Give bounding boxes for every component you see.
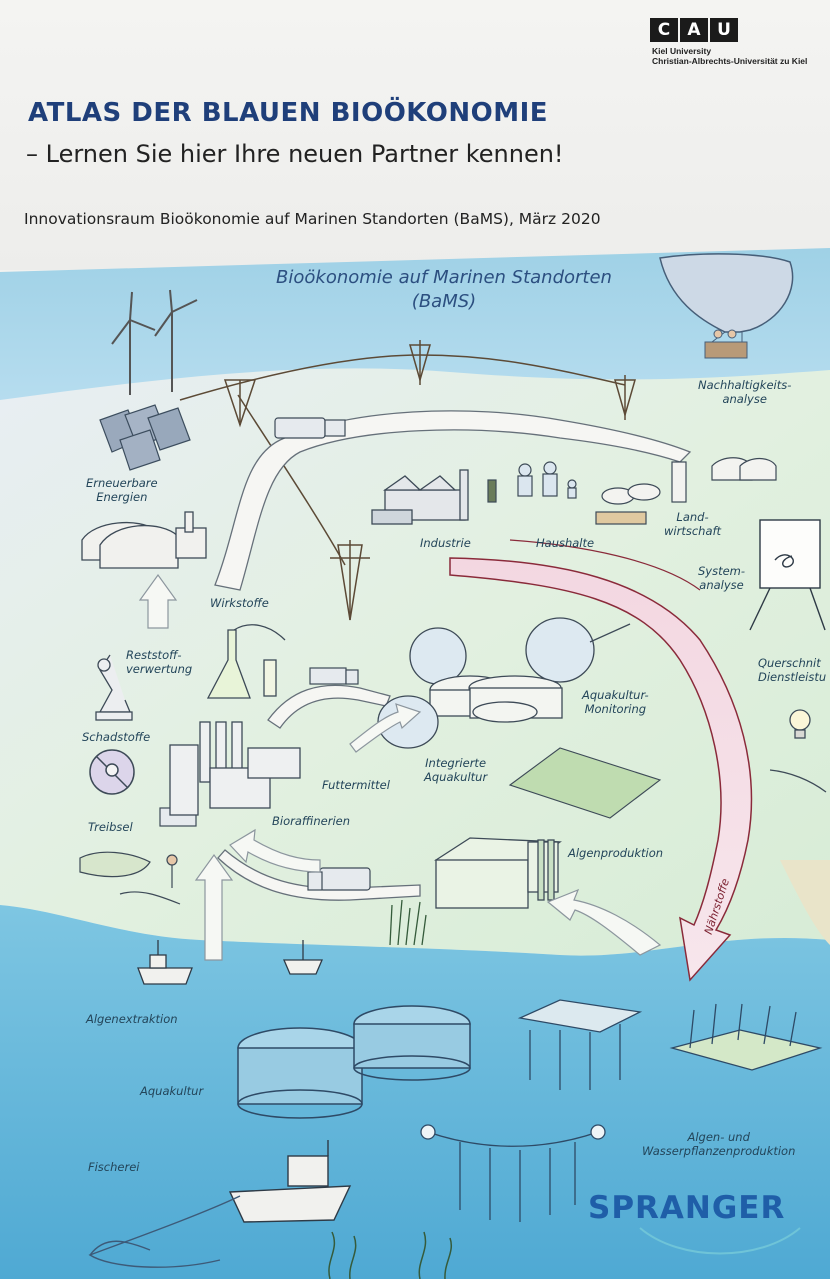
label-haushalte: Haushalte: [536, 536, 595, 550]
biogas-plant-icon: [81, 511, 207, 569]
label-line: analyse: [722, 392, 767, 406]
label-algen-wasserpflanzen: Algen- und Wasserpflanzenproduktion: [642, 1130, 795, 1158]
page-subtitle: – Lernen Sie hier Ihre neuen Partner ken…: [26, 140, 564, 168]
logo-letter: A: [680, 18, 708, 42]
logo-sub-line2: Christian-Albrechts-Universität zu Kiel: [652, 56, 808, 66]
hazard-sign-icon: [89, 749, 135, 795]
label-systemanalyse: System- analyse: [698, 564, 745, 592]
solar-panel-icon: [99, 404, 191, 471]
label-line: Land-: [676, 510, 709, 524]
label-line: System-: [698, 564, 746, 578]
nutrient-flow-arrow-icon: [449, 539, 753, 982]
label-aquakultur: Aquakultur: [140, 1084, 204, 1098]
label-algenextraktion: Algenextraktion: [86, 1012, 178, 1026]
label-aquakultur-monitoring: Aquakultur- Monitoring: [582, 688, 649, 716]
longline-icon: [420, 1124, 606, 1222]
brand-swoosh: [639, 1227, 801, 1255]
cau-logo: C A U: [650, 18, 740, 42]
lightbulb-icon: [769, 709, 827, 793]
aquaculture-tank-icon: [377, 617, 631, 749]
reed-icon: [389, 899, 427, 946]
label-line: Erneuerbare: [86, 476, 158, 490]
microscope-icon: [95, 654, 133, 721]
label-bioraffinerien: Bioraffinerien: [272, 814, 351, 828]
factory-icon: [371, 469, 469, 525]
household-people-icon: [487, 461, 577, 503]
label-line: Querschnit: [758, 656, 821, 670]
map-title-line2: (BaMS): [411, 291, 477, 312]
lab-flask-icon: [206, 624, 286, 699]
page-title: ATLAS DER BLAUEN BIOÖKONOMIE: [28, 98, 549, 128]
fish-net-pen-icon: [237, 1005, 471, 1119]
label-treibsel: Treibsel: [88, 820, 133, 834]
label-algenproduktion: Algenproduktion: [568, 846, 664, 860]
logo-letter: U: [710, 18, 738, 42]
sea-area: [0, 905, 830, 1279]
flipchart-icon: [749, 519, 826, 631]
label-line: Nachhaltigkeits-: [698, 378, 792, 392]
label-nachhaltigkeitsanalyse: Nachhaltigkeits- analyse: [698, 378, 791, 406]
label-line: wirtschaft: [664, 524, 722, 538]
label-line: Aquakultur: [424, 770, 488, 784]
logo-subtitle: Kiel University Christian-Albrechts-Univ…: [652, 46, 807, 66]
label-line: Dienstleistu: [758, 670, 827, 684]
label-integrierte-aquakultur: Integrierte Aquakultur: [424, 756, 487, 784]
coast-strip: [780, 860, 830, 945]
label-line: analyse: [699, 578, 744, 592]
header: C A U Kiel University Christian-Albrecht…: [0, 0, 830, 270]
logo-sub-line1: Kiel University: [652, 46, 712, 56]
integrated-aquaculture-field-icon: [508, 747, 662, 819]
map-title-line1: Bioökonomie auf Marinen Standorten: [276, 267, 612, 288]
label-erneuerbare-energien: Erneuerbare Energien: [86, 476, 158, 504]
algae-production-building-icon: [433, 837, 562, 909]
label-line: verwertung: [126, 662, 193, 676]
fishing-trawler-icon: [88, 1140, 352, 1268]
map-title: Bioökonomie auf Marinen Standorten (BaMS…: [248, 266, 640, 314]
wind-turbine-icon: [111, 289, 198, 395]
label-landwirtschaft: Land- wirtschaft: [664, 510, 721, 538]
label-line: Integrierte: [425, 756, 487, 770]
page-caption: Innovationsraum Bioökonomie auf Marinen …: [24, 210, 601, 228]
label-line: Aquakultur-: [582, 688, 649, 702]
boat-icon: [137, 940, 323, 985]
label-reststoffverwertung: Reststoff- verwertung: [126, 648, 192, 676]
label-fischerei: Fischerei: [88, 1160, 140, 1174]
label-line: Reststoff-: [126, 648, 182, 662]
wetland-raft-icon: [669, 1003, 823, 1071]
label-wirkstoffe: Wirkstoffe: [210, 596, 269, 610]
hot-air-balloon-icon: [659, 253, 794, 359]
label-querschnitt: Querschnit Dienstleistu: [758, 656, 826, 684]
seaweed-icon: [328, 1231, 452, 1279]
algae-raft-icon: [517, 999, 643, 1090]
label-line: Algen- und: [687, 1130, 750, 1144]
cow-icon: [595, 457, 777, 525]
label-line: Wasserpflanzenproduktion: [642, 1144, 796, 1158]
power-line-icon: [179, 340, 636, 621]
flow-arrow-icon: [138, 573, 662, 961]
label-industrie: Industrie: [420, 536, 471, 550]
label-line: Energien: [96, 490, 148, 504]
treibsel-icon: [79, 851, 181, 905]
label-line: Monitoring: [584, 702, 647, 716]
label-schadstoffe: Schadstoffe: [82, 730, 151, 744]
biorefinery-icon: [169, 721, 301, 816]
spranger-brand: SPRANGER: [588, 1190, 786, 1226]
label-futtermittel: Futtermittel: [322, 778, 390, 792]
logo-letter: C: [650, 18, 678, 42]
